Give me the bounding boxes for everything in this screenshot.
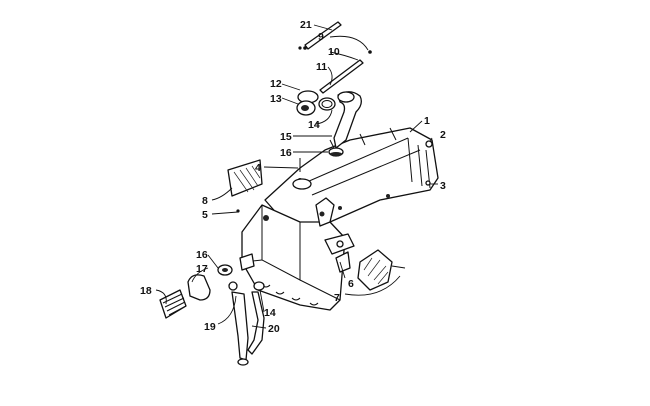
callout-11: 11: [316, 61, 327, 73]
callout-21: 21: [300, 19, 312, 31]
callout-19: 19: [204, 321, 216, 333]
callout-14-upper: 14: [308, 119, 320, 131]
callout-3: 3: [440, 180, 446, 192]
callout-17: 17: [196, 263, 208, 275]
leader-lines: [155, 24, 438, 329]
callout-8: 8: [202, 195, 208, 207]
callout-20: 20: [268, 323, 280, 335]
callout-4: 4: [255, 162, 261, 174]
nut-3: [425, 180, 431, 186]
callout-1: 1: [424, 115, 430, 127]
hose-15: [333, 91, 362, 149]
callout-13: 13: [270, 93, 282, 105]
callout-10: 10: [328, 46, 340, 58]
callout-labels: 21 9 10 11 12 13 14 15 16 4 8 5 1 2 3 6 …: [140, 19, 446, 335]
coolant-tank: [239, 127, 439, 311]
callout-16-upper: 16: [280, 147, 292, 159]
callout-14-lower: 14: [264, 307, 276, 319]
elbow-17: [187, 274, 211, 301]
callout-5: 5: [202, 209, 208, 221]
callout-16-lower: 16: [196, 249, 208, 261]
callout-9: 9: [318, 31, 324, 43]
callout-18: 18: [140, 285, 152, 297]
washer-4: [292, 158, 312, 190]
callout-2: 2: [440, 129, 446, 141]
callout-7: 7: [334, 292, 340, 304]
bolt-2: [425, 140, 433, 148]
clamp-14-lower: [228, 281, 265, 291]
bellows-18: [159, 289, 187, 319]
callout-15: 15: [280, 131, 292, 143]
hose-clamp-upper: [318, 97, 336, 111]
callout-12: 12: [270, 78, 282, 90]
callout-6: 6: [348, 278, 354, 290]
pad-8: [227, 159, 263, 197]
rod-11: [319, 59, 364, 94]
clamp-16-lower: [217, 264, 233, 276]
hose-20: [231, 291, 265, 366]
rod-21: [304, 21, 342, 50]
mount-bracket: [335, 249, 406, 291]
filler-cap: [296, 90, 319, 116]
